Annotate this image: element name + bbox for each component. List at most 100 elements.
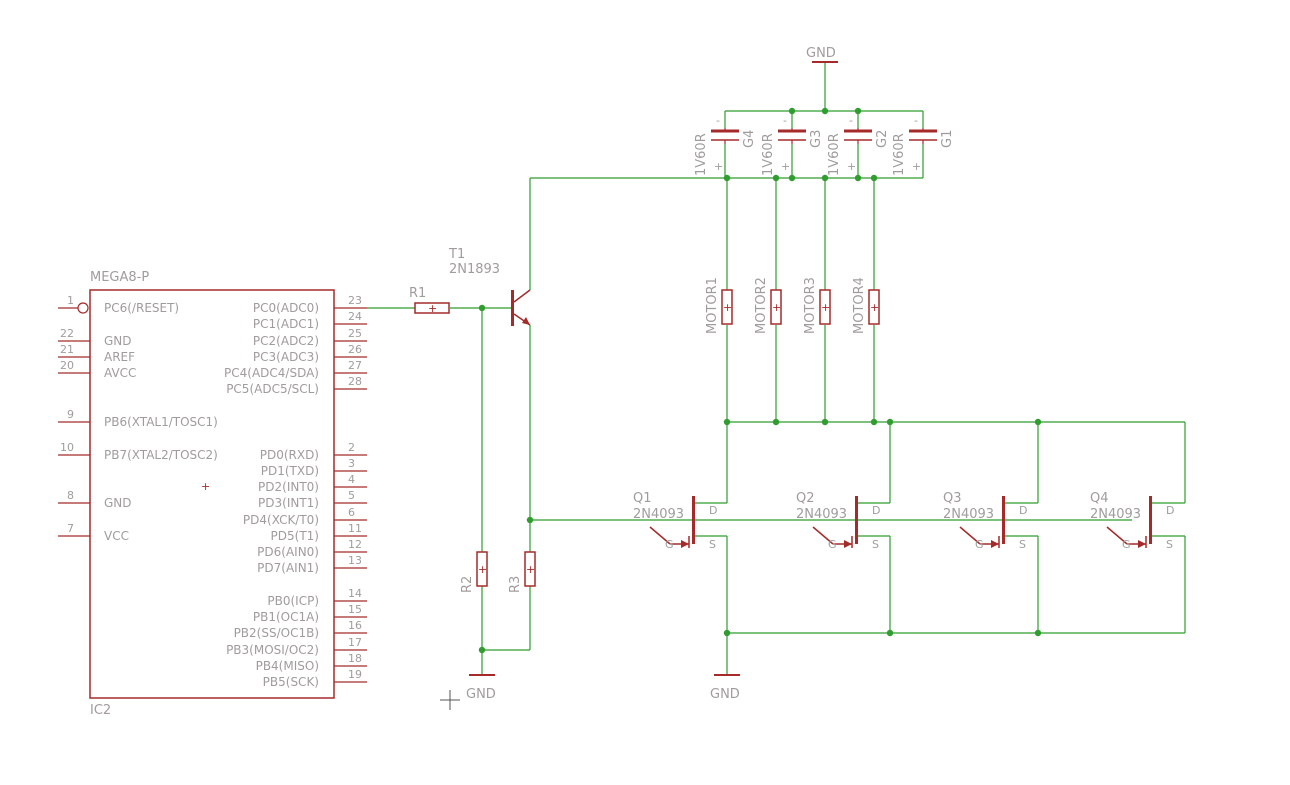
ic-pin-number: 10 [60, 441, 74, 454]
motor-3[interactable]: +MOTOR3 [803, 277, 831, 334]
gnd-right: GND [710, 674, 740, 702]
motor-label: MOTOR4 [852, 277, 867, 334]
mosfet-gate-label: G [1122, 538, 1131, 551]
ic-pin-label: PB5(SCK) [263, 675, 319, 689]
mosfet-name: Q3 [943, 491, 962, 506]
mosfet-value: 2N4093 [1090, 507, 1141, 522]
mosfet-value: 2N4093 [943, 507, 994, 522]
gnd-left-label: GND [466, 687, 496, 702]
ic-pin-label: PC5(ADC5/SCL) [226, 382, 319, 396]
ic-pin-label: PD7(AIN1) [257, 561, 319, 575]
ic-pin-label: PC3(ADC3) [253, 350, 319, 364]
resistor-r3[interactable]: + R3 [508, 551, 536, 593]
origin-cross: + [201, 480, 210, 493]
battery-plus: + [847, 160, 856, 173]
t1-value: 2N1893 [449, 262, 500, 277]
mosfet-value: 2N4093 [796, 507, 847, 522]
resistor-r2[interactable]: + R2 [460, 551, 488, 593]
battery-minus: - [783, 114, 787, 127]
motors: +MOTOR1+MOTOR2+MOTOR3+MOTOR4 [705, 277, 880, 334]
ic-name: MEGA8-P [90, 270, 149, 285]
battery-minus: - [914, 114, 918, 127]
r1-plus: + [428, 302, 437, 315]
ic-pin-label: PC1(ADC1) [253, 317, 319, 331]
mosfet-value: 2N4093 [633, 507, 684, 522]
ic-mega8[interactable]: MEGA8-P IC2 + 1PC6(/RESET)22GND21AREF20A… [58, 270, 367, 718]
ic-pin-number: 8 [67, 489, 74, 502]
ic-pin-number: 1 [67, 294, 74, 307]
ic-pin-number: 21 [60, 343, 74, 356]
mosfet-drain-label: D [872, 504, 880, 517]
ic-pin-number: 6 [348, 506, 355, 519]
ic-pin-number: 11 [348, 522, 362, 535]
ic-pin-label: VCC [104, 529, 129, 543]
ic-pin-number: 4 [348, 473, 355, 486]
motor-plus: + [723, 301, 732, 314]
cursor-crosshair-icon [440, 690, 460, 710]
resistor-r1[interactable]: + R1 [409, 286, 450, 315]
ic-pin-number: 25 [348, 327, 362, 340]
ic-pin-label: GND [104, 496, 132, 510]
ic-pin-label: PB6(XTAL1/TOSC1) [104, 415, 218, 429]
ic-pin-number: 16 [348, 619, 362, 632]
ic-pin-label: PD0(RXD) [260, 448, 319, 462]
mosfet-drain-label: D [1166, 504, 1174, 517]
motor-1[interactable]: +MOTOR1 [705, 277, 733, 334]
ic-pin-label: PB7(XTAL2/TOSC2) [104, 448, 218, 462]
battery-plus: + [714, 160, 723, 173]
motor-label: MOTOR3 [803, 277, 818, 334]
motor-4[interactable]: +MOTOR4 [852, 277, 880, 334]
mosfet-name: Q2 [796, 491, 815, 506]
ic-pin-label: GND [104, 334, 132, 348]
mosfet-name: Q4 [1090, 491, 1109, 506]
motor-plus: + [870, 301, 879, 314]
transistor-t1[interactable]: T1 2N1893 [448, 247, 531, 326]
ic-pin-number: 18 [348, 652, 362, 665]
ic-pin-label: PB0(ICP) [267, 594, 319, 608]
motor-2[interactable]: +MOTOR2 [754, 277, 782, 334]
ic-pin-number: 26 [348, 343, 362, 356]
mosfet-drain-label: D [709, 504, 717, 517]
motor-plus: + [772, 301, 781, 314]
battery-name: G3 [809, 130, 824, 148]
gnd-right-label: GND [710, 687, 740, 702]
mosfet-source-label: S [872, 538, 879, 551]
